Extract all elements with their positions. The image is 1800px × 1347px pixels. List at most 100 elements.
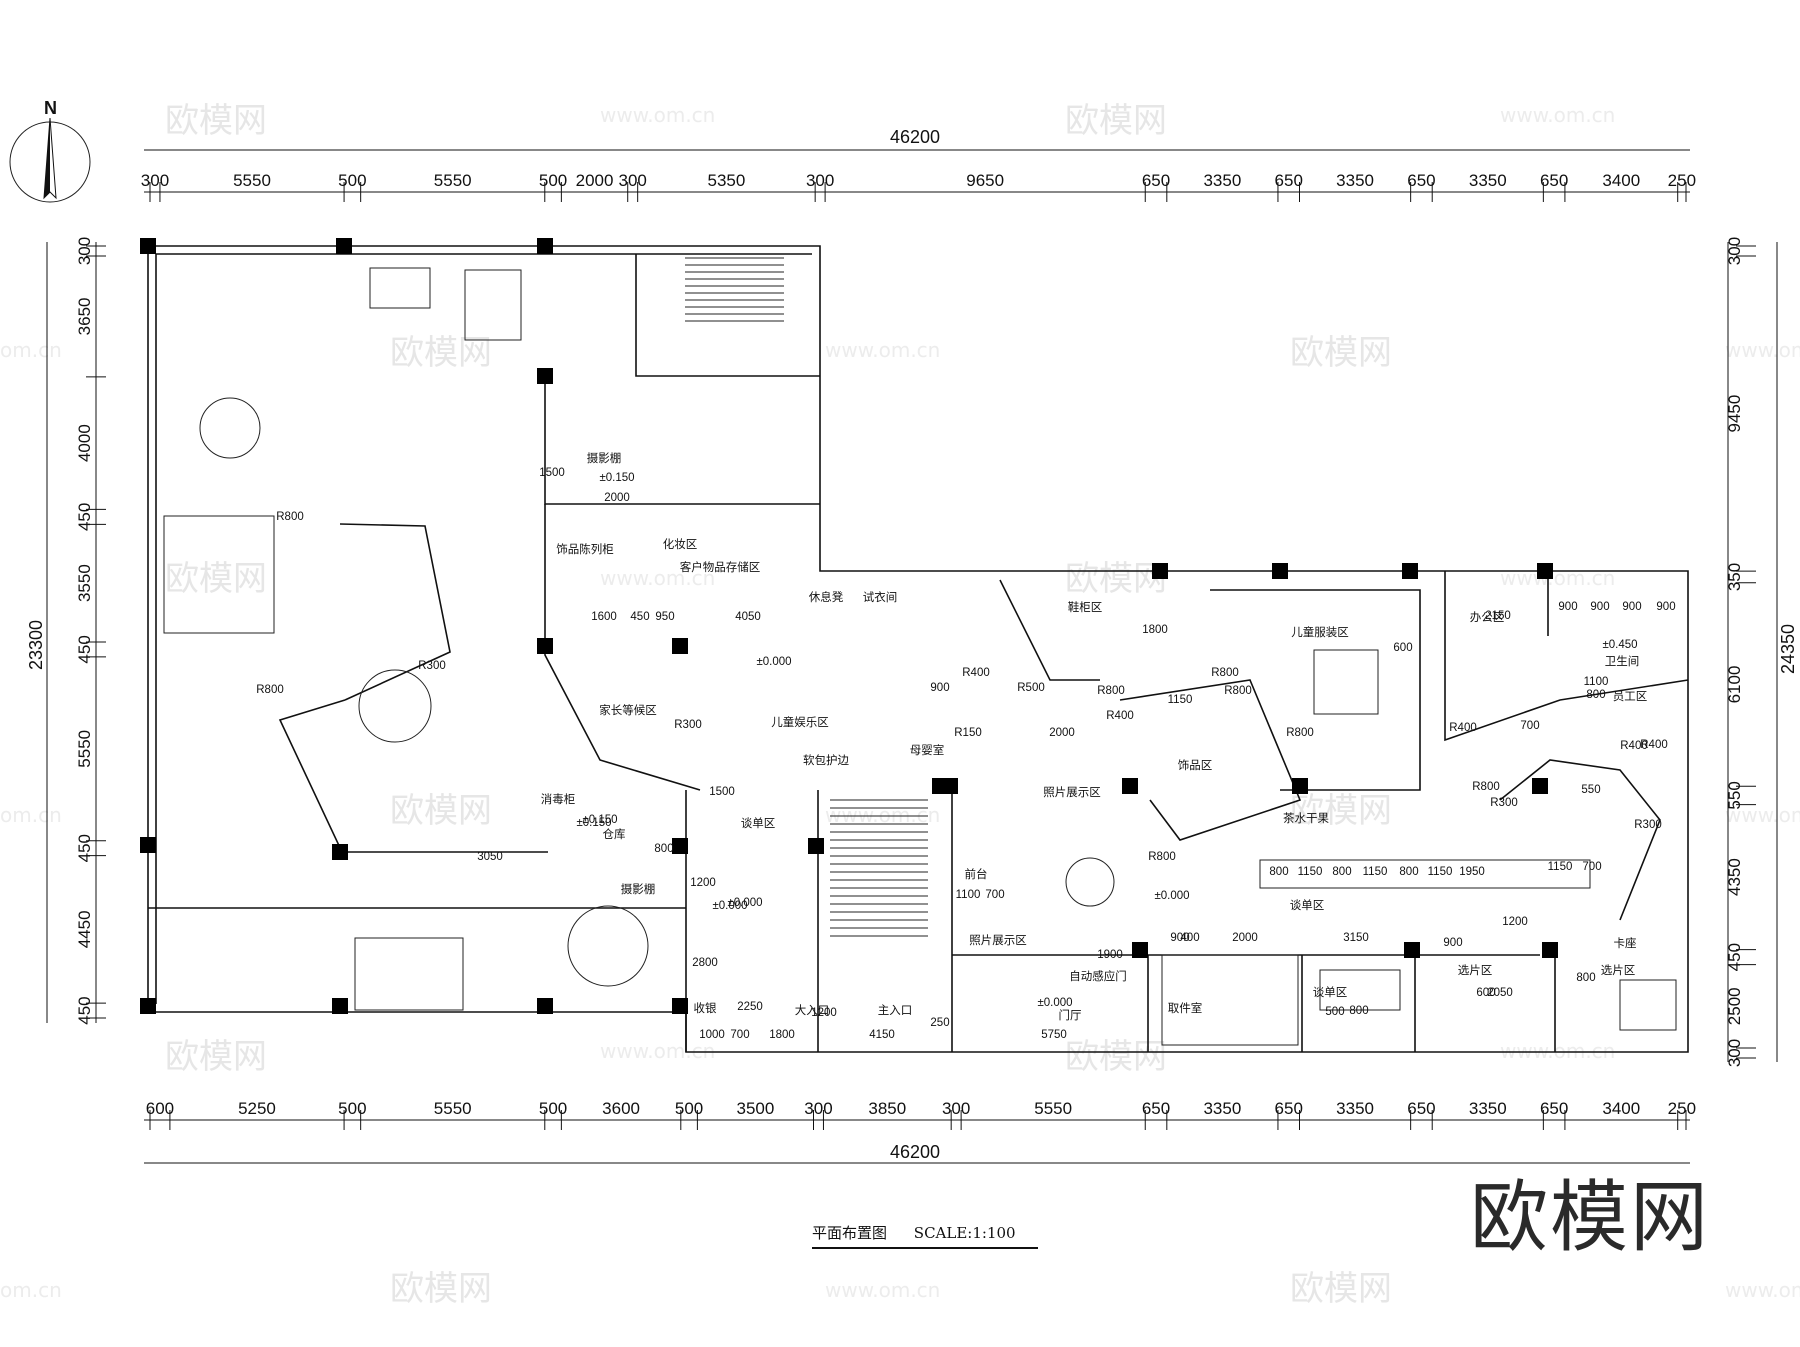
watermark-url: www.om.cn [825,803,940,827]
room-label: 照片展示区 [1043,785,1101,799]
watermark-logo: 欧模网 [1290,791,1392,831]
watermark-logo: 欧模网 [165,559,267,599]
staircases [685,257,928,937]
column [140,998,156,1014]
round-table [199,397,261,459]
inner-dim-label: 250 [930,1017,949,1029]
watermark-url: www.om.cn [1725,803,1800,827]
column [1404,942,1420,958]
dim-top-6: 300 [619,171,647,190]
dim-bottom-1: 5250 [238,1099,276,1118]
dim-bottom-total: 46200 [890,1142,940,1162]
room-label: 客户物品存储区 [680,560,761,574]
inner-dim-label: 1800 [1142,624,1168,636]
room-label: 卡座 [1614,936,1637,950]
inner-dim-label: 1150 [1363,866,1388,878]
inner-dim-label: 2050 [1487,987,1513,999]
brand-logo: 欧模网 [1470,1173,1711,1263]
watermark-logo: 欧模网 [165,1037,267,1077]
watermark-logo: 欧模网 [390,1269,492,1309]
inner-dim-label: R800 [276,511,304,523]
kids-clothing-wall [1210,589,1421,791]
room-label: 仓库 [603,827,626,841]
dim-right-0: 300 [1725,237,1744,265]
hall-wall [278,699,548,853]
dim-bottom-0: 600 [146,1099,174,1118]
inner-dim-label: 700 [730,1029,749,1041]
room-label: 自动感应门 [1069,969,1127,983]
inner-dim-label: R300 [1634,819,1662,831]
drawing-caption: 平面布置图 SCALE:1:100 [812,1222,1038,1249]
watermark-url: www.om.cn [600,103,715,127]
dim-top-7: 5350 [708,171,746,190]
dim-top-0: 300 [141,171,169,190]
watermark-url-short: om.cn [0,338,62,362]
room-label: 摄影棚 [621,882,656,896]
room-label: 摄影棚 [587,451,622,465]
watermark-logo: 欧模网 [165,101,267,141]
inner-dim-label: 900 [930,682,949,694]
dim-left-1: 3650 [75,297,94,335]
column [332,998,348,1014]
dim-bottom-8: 300 [804,1099,832,1118]
room-label: 取件室 [1168,1001,1203,1015]
column [808,838,824,854]
sofa [1319,969,1401,1011]
room-label: 谈单区 [741,816,776,830]
column [672,638,688,654]
dim-left-9: 450 [75,996,94,1024]
room-label: 儿童服装区 [1291,625,1349,639]
plant-pot [1065,857,1115,907]
inner-dim-label: R300 [1490,797,1518,809]
accessory-island [1119,679,1302,841]
inner-dim-label: 1150 [1168,694,1193,706]
lounge-rug [163,515,275,634]
inner-dim-label: 1500 [539,467,565,479]
column [942,778,958,794]
inner-dim-label: 2800 [692,957,718,969]
dim-top-1: 5550 [233,171,271,190]
inner-dim-label: R800 [256,684,284,696]
desk [369,267,431,309]
inner-dim-label: 3150 [1343,932,1369,944]
inner-dim-label: R400 [1449,722,1477,734]
inner-dim-label: 800 [1399,866,1418,878]
room-label: 饰品区 [1178,758,1213,772]
watermark-url: www.om.cn [1500,103,1615,127]
outer-wall [147,245,1689,1053]
dim-bottom-10: 300 [942,1099,970,1118]
furniture [163,267,1677,1046]
room-label: 员工区 [1613,689,1648,703]
dim-bottom-2: 500 [338,1099,366,1118]
dim-bottom-20: 250 [1668,1099,1696,1118]
room-label: 主入口 [878,1003,913,1017]
dim-bottom-9: 3850 [868,1099,906,1118]
column [1537,563,1553,579]
watermark-logo: 欧模网 [1065,101,1167,141]
column [1152,563,1168,579]
inner-dim-label: 4050 [735,611,761,623]
dim-right-8: 300 [1725,1039,1744,1067]
inner-dim-label: ±0.000 [1154,890,1189,902]
inner-dim-label: R800 [1211,667,1239,679]
room-label: 母婴室 [910,743,945,757]
watermark-layer: 欧模网欧模网欧模网欧模网欧模网欧模网欧模网欧模网欧模网欧模网欧模网欧模网www.… [0,101,1800,1309]
inner-dim-label: 600 [1393,642,1412,654]
dim-left-3: 450 [75,503,94,531]
column [1402,563,1418,579]
curved-partition [339,523,451,701]
column [672,998,688,1014]
north-arrow: N [9,98,91,203]
dim-top-5: 2000 [576,171,614,190]
watermark-url: www.om.cn [825,1278,940,1302]
north-arrow-fill [44,118,50,198]
inner-dim-label: 900 [1558,601,1577,613]
room-label: 软包护边 [803,753,849,767]
dim-top-14: 650 [1407,171,1435,190]
watermark-url: www.om.cn [600,566,715,590]
dim-left-8: 4450 [75,910,94,948]
dim-left-2: 4000 [75,424,94,462]
dim-right-total: 24350 [1778,624,1798,674]
watermark-url: www.om.cn [1500,1039,1615,1063]
